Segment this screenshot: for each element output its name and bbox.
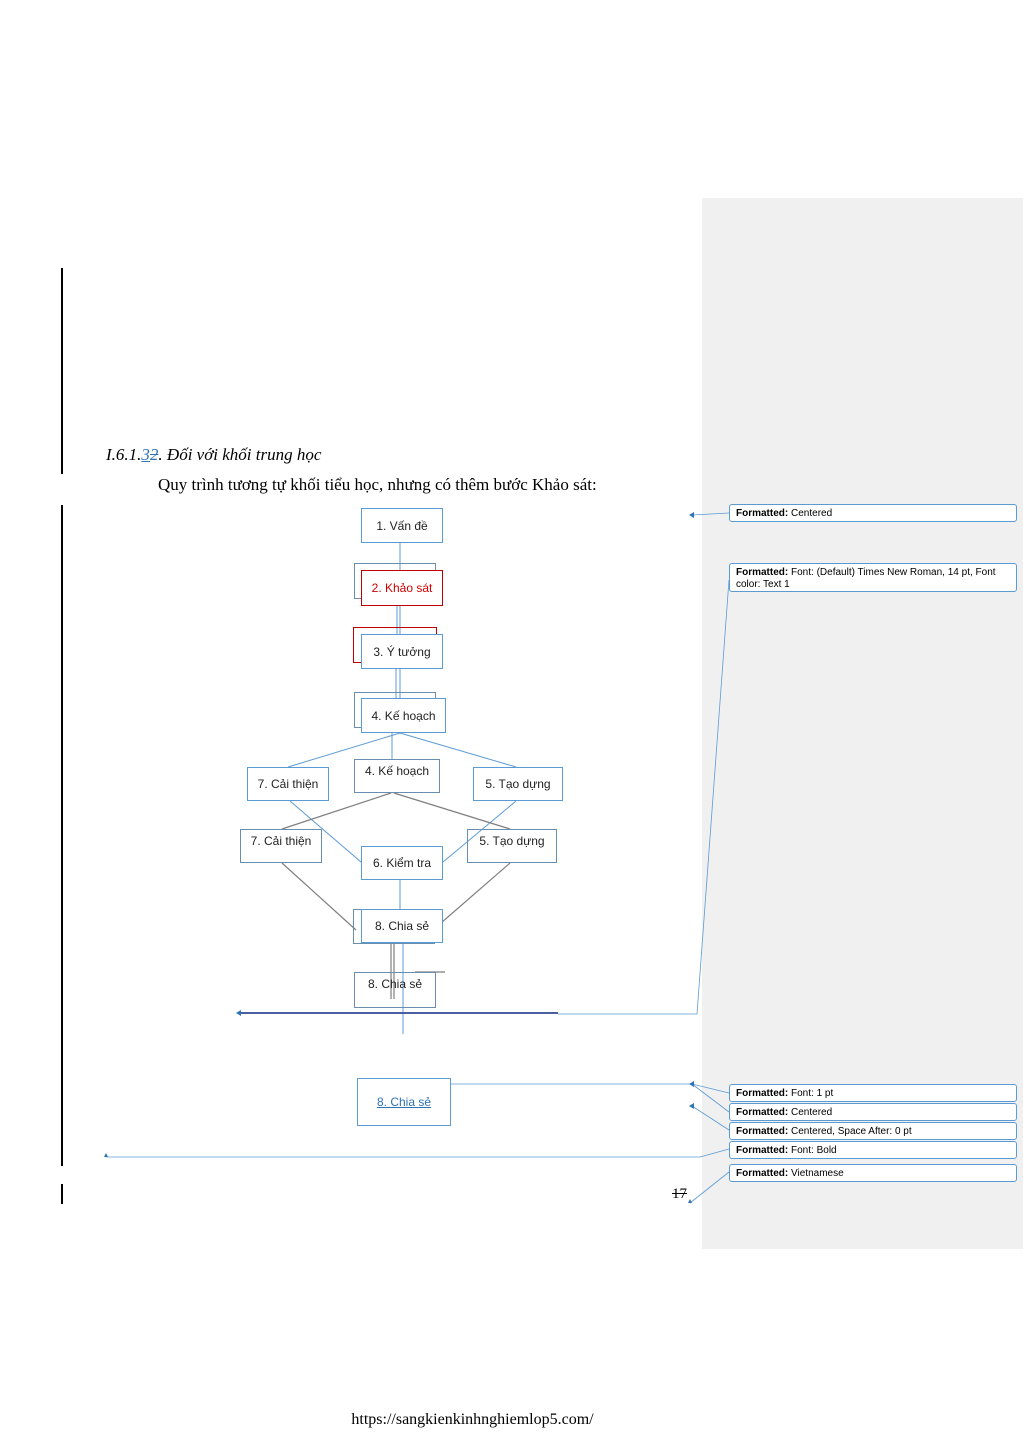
flow-step-2: 2. Khảo sát [361,570,443,606]
flow-step-7: 7. Cải thiện [247,767,329,801]
comment-balloon[interactable]: Formatted: Font: 1 pt [729,1084,1017,1102]
change-bar [61,1184,63,1204]
flow-step-6: 6. Kiểm tra [361,846,443,880]
flow-step-4-old: 4. Kế hoạch [354,759,440,793]
change-bar [61,505,63,1166]
flow-step-4: 4. Kế hoạch [361,698,446,733]
flow-step-3: 3. Ý tưởng [361,634,443,669]
comment-pane [702,198,1023,1249]
comment-balloon[interactable]: Formatted: Font: (Default) Times New Rom… [729,563,1017,592]
flow-step-8-final: 8. Chia sẻ [357,1078,451,1126]
intro-paragraph: Quy trình tương tự khối tiểu học, nhưng … [158,475,597,494]
comment-balloon[interactable]: Formatted: Font: Bold [729,1141,1017,1159]
comment-balloon[interactable]: Formatted: Vietnamese [729,1164,1017,1182]
comment-balloon[interactable]: Formatted: Centered [729,1103,1017,1121]
flow-step-8: 8. Chia sẻ [361,909,443,943]
page-number: 17 [672,1186,687,1202]
comment-balloon[interactable]: Formatted: Centered [729,504,1017,522]
flow-step-7-old: 7. Cải thiện [240,829,322,863]
footer-url[interactable]: https://sangkienkinhnghiemlop5.com/ [351,1411,594,1428]
flow-step-5: 5. Tạo dựng [473,767,563,801]
inserted-text: 3 [141,445,150,464]
flow-step-8-old: 8. Chia sẻ [354,972,436,1008]
change-bar [61,268,63,474]
comment-balloon[interactable]: Formatted: Centered, Space After: 0 pt [729,1122,1017,1140]
flow-step-1: 1. Vấn đề [361,508,443,543]
flow-step-5-old: 5. Tạo dựng [467,829,557,863]
deleted-text: 2 [149,445,159,464]
section-heading: I.6.1.32. Đối với khối trung học [106,445,322,464]
